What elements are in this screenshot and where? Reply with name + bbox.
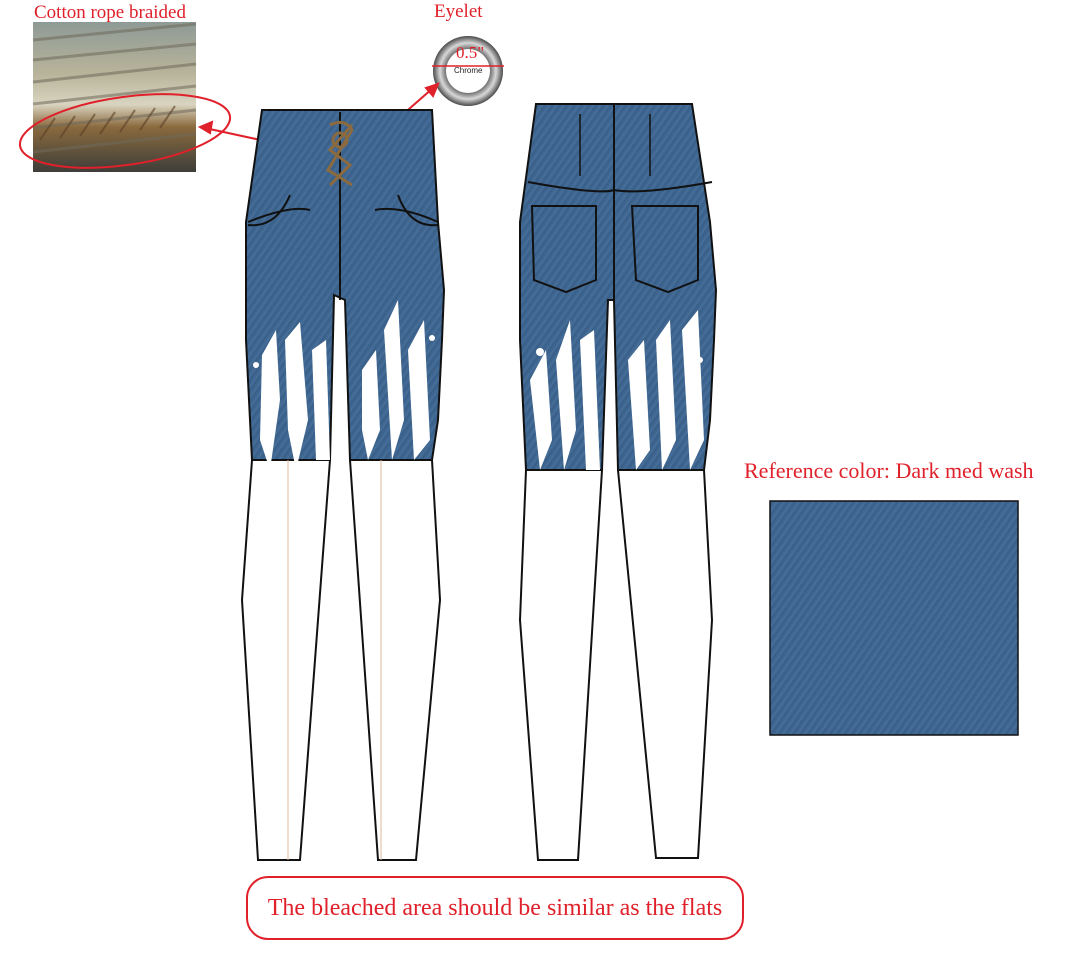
front-jeans-flat [240,109,446,861]
bleach-note: The bleached area should be similar as t… [246,876,744,940]
eyelet-label: Eyelet [434,1,483,22]
reference-color-label: Reference color: Dark med wash [744,458,1034,483]
rope-highlight-ellipse [18,93,232,169]
rope-label: Cotton rope braided [34,2,186,23]
back-jeans-flat [518,103,718,861]
eyelet-finish-label: Chrome [454,66,483,75]
denim-swatch-image [769,500,1019,736]
eyelet-icon [432,36,504,106]
rope-swatch-image [32,22,197,172]
eyelet-size-label: 0.5" [456,43,485,62]
